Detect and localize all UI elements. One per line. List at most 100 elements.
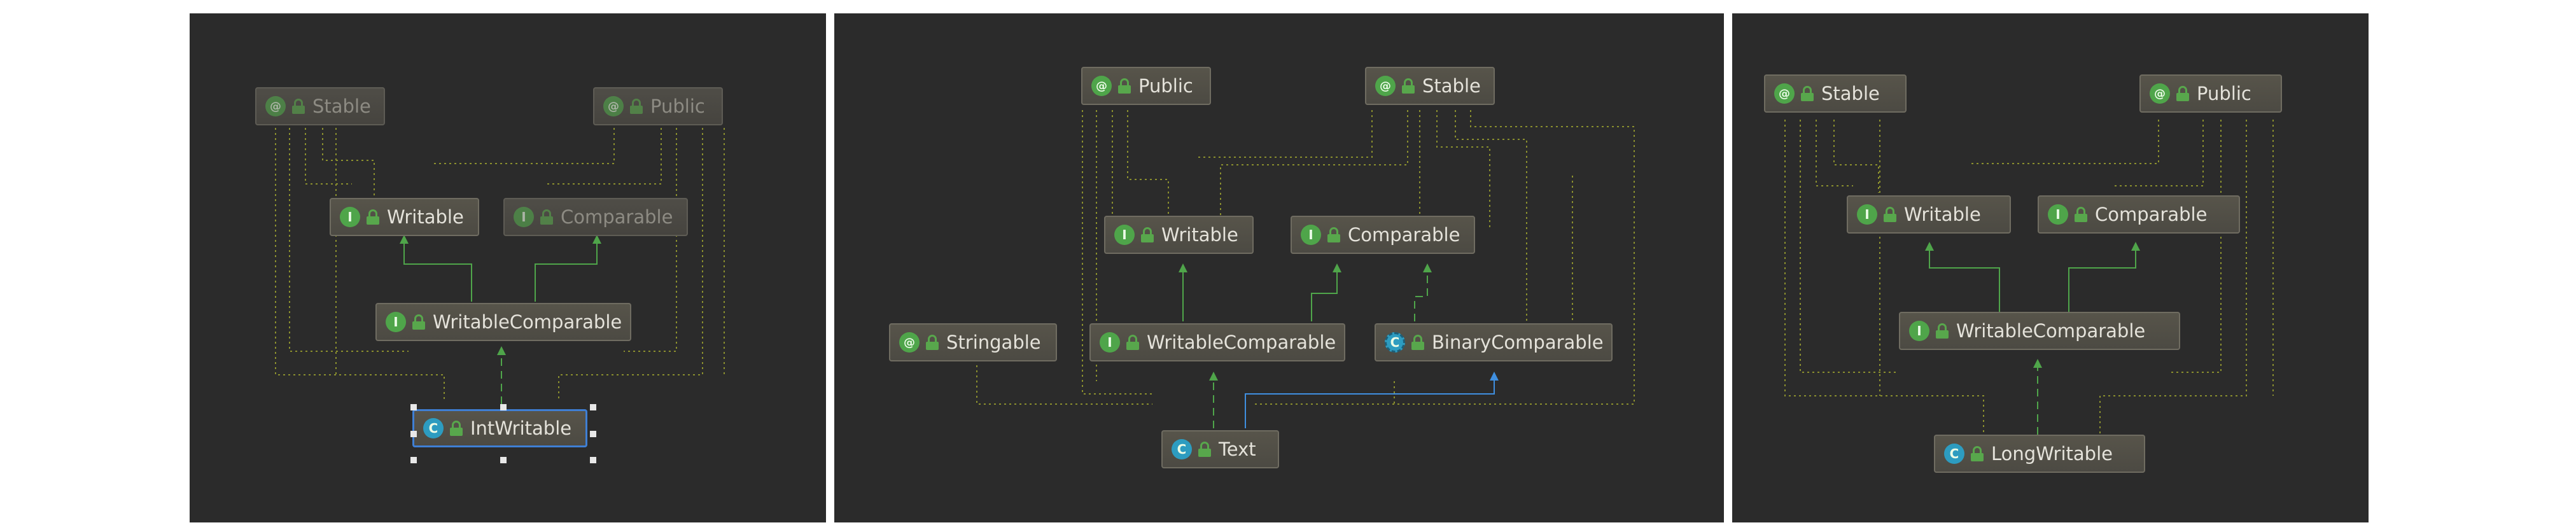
node-intwritable-class[interactable]: C IntWritable [412, 409, 587, 447]
node-label: Public [2197, 83, 2251, 104]
selection-handle[interactable] [500, 404, 507, 410]
diagram-panel-intwritable: @ Stable @ Public I Writable I Comparabl… [190, 13, 826, 522]
node-writablecomparable-interface[interactable]: I WritableComparable [1899, 312, 2180, 350]
node-writable-interface[interactable]: I Writable [1104, 216, 1254, 254]
selection-handle[interactable] [590, 457, 596, 463]
selection-handle[interactable] [410, 431, 417, 437]
selection-handle[interactable] [410, 404, 417, 410]
lock-icon [1936, 323, 1949, 339]
interface-icon: I [1301, 225, 1321, 245]
node-stable-annotation[interactable]: @ Stable [1365, 67, 1495, 105]
lock-icon [540, 209, 553, 225]
node-stable-annotation[interactable]: @ Stable [1764, 74, 1907, 113]
node-longwritable-class[interactable]: C LongWritable [1934, 435, 2145, 473]
class-icon: C [1172, 439, 1192, 459]
interface-icon: I [1857, 204, 1877, 225]
selection-handle[interactable] [590, 404, 596, 410]
class-icon: C [423, 418, 444, 438]
interface-icon: I [340, 207, 360, 227]
lock-icon [1971, 446, 1984, 461]
lock-icon [1411, 335, 1424, 350]
node-label: IntWritable [470, 417, 572, 439]
annotation-icon: @ [1091, 76, 1112, 96]
node-label: Comparable [561, 206, 673, 228]
diagram-panel-text: @ Public @ Stable I Writable I Comparabl… [834, 13, 1724, 522]
lock-icon [292, 99, 305, 114]
annotation-icon: @ [2150, 83, 2170, 104]
node-label: WritableComparable [1956, 320, 2146, 342]
lock-icon [1801, 86, 1814, 101]
node-writable-interface[interactable]: I Writable [1847, 195, 2011, 234]
node-label: Public [650, 95, 705, 117]
node-label: Public [1138, 75, 1193, 97]
interface-icon: I [1909, 321, 1929, 341]
selection-handle[interactable] [500, 457, 507, 463]
node-label: Comparable [1348, 224, 1460, 246]
node-label: Stable [1821, 83, 1880, 104]
node-public-annotation[interactable]: @ Public [1081, 67, 1211, 105]
inheritance-edges [1925, 242, 2140, 435]
node-label: Comparable [2095, 204, 2208, 225]
node-stable-annotation[interactable]: @ Stable [255, 87, 385, 125]
annotation-edges [1784, 120, 2274, 435]
node-writablecomparable-interface[interactable]: I WritableComparable [375, 303, 631, 341]
node-label: WritableComparable [1147, 332, 1336, 353]
node-public-annotation[interactable]: @ Public [593, 87, 723, 125]
abstract-class-icon: C [1385, 332, 1405, 353]
annotation-icon: @ [265, 96, 286, 116]
node-label: BinaryComparable [1432, 332, 1604, 353]
interface-icon: I [386, 312, 406, 332]
diagram-panel-longwritable: @ Stable @ Public I Writable I Comparabl… [1732, 13, 2369, 522]
node-label: Writable [387, 206, 464, 228]
lock-icon [367, 209, 379, 225]
lock-icon [1327, 227, 1340, 242]
class-icon: C [1944, 444, 1964, 464]
lock-icon [450, 421, 463, 436]
node-comparable-interface[interactable]: I Comparable [503, 198, 688, 236]
edges-layer [275, 128, 725, 404]
node-comparable-interface[interactable]: I Comparable [2038, 195, 2240, 234]
interface-icon: I [1114, 225, 1135, 245]
interface-icon: I [2048, 204, 2068, 225]
lock-icon [1126, 335, 1139, 350]
annotation-icon: @ [1375, 76, 1396, 96]
interface-icon: I [1100, 332, 1120, 353]
edges-layer [1784, 120, 2274, 435]
interface-icon: I [514, 207, 534, 227]
inheritance-edges [1179, 263, 1432, 428]
selection-handle[interactable] [410, 457, 417, 463]
lock-icon [1402, 78, 1415, 94]
lock-icon [2075, 207, 2087, 222]
extends-edge [1245, 372, 1499, 428]
lock-icon [630, 99, 643, 114]
annotation-edges [275, 128, 725, 400]
node-label: Writable [1904, 204, 1981, 225]
node-binarycomparable-abstract-class[interactable]: C BinaryComparable [1375, 323, 1613, 361]
edges-layer [976, 110, 1635, 428]
node-label: Text [1219, 438, 1256, 460]
lock-icon [1198, 442, 1211, 457]
selection-handle[interactable] [590, 431, 596, 437]
node-label: Stable [312, 95, 371, 117]
lock-icon [1118, 78, 1131, 94]
node-comparable-interface[interactable]: I Comparable [1291, 216, 1475, 254]
node-public-annotation[interactable]: @ Public [2139, 74, 2282, 113]
annotation-icon: @ [1774, 83, 1795, 104]
lock-icon [926, 335, 939, 350]
node-label: Stringable [946, 332, 1041, 353]
lock-icon [1141, 227, 1154, 242]
annotation-icon: @ [603, 96, 624, 116]
node-label: WritableComparable [433, 311, 622, 333]
annotation-icon: @ [899, 332, 920, 353]
node-writable-interface[interactable]: I Writable [330, 198, 479, 236]
node-label: LongWritable [1991, 443, 2113, 465]
node-label: Stable [1422, 75, 1481, 97]
node-label: Writable [1161, 224, 1238, 246]
lock-icon [1884, 207, 1896, 222]
lock-icon [412, 314, 425, 330]
lock-icon [2176, 86, 2189, 101]
node-stringable-annotation[interactable]: @ Stringable [889, 323, 1057, 361]
node-text-class[interactable]: C Text [1161, 430, 1279, 468]
inheritance-edges [400, 235, 601, 404]
node-writablecomparable-interface[interactable]: I WritableComparable [1089, 323, 1345, 361]
